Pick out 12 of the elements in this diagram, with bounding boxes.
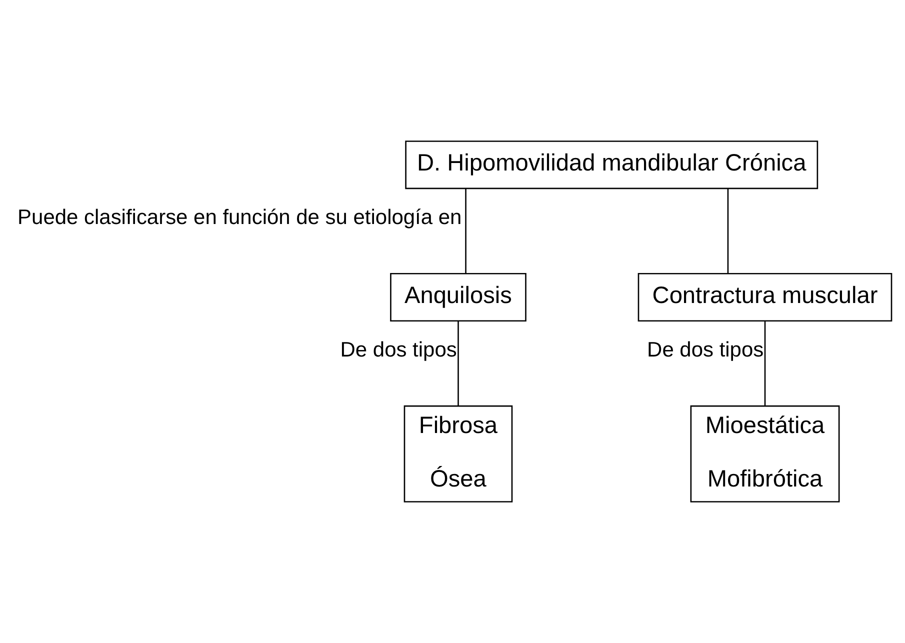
node-box: Contractura muscular — [638, 273, 892, 322]
node-box: Anquilosis — [390, 273, 526, 322]
edge-label: Puede clasificarse en función de su etiología en — [18, 206, 462, 230]
node-box: Mioestática Mofibrótica — [690, 405, 840, 502]
node-box: Fibrosa Ósea — [404, 405, 513, 502]
connector — [458, 321, 459, 406]
node-box: D. Hipomovilidad mandibular Crónica — [405, 140, 818, 190]
connector — [727, 188, 729, 274]
connector — [764, 321, 766, 406]
connector — [465, 188, 466, 274]
edge-label: De dos tipos — [340, 338, 457, 362]
edge-label: De dos tipos — [647, 338, 764, 362]
